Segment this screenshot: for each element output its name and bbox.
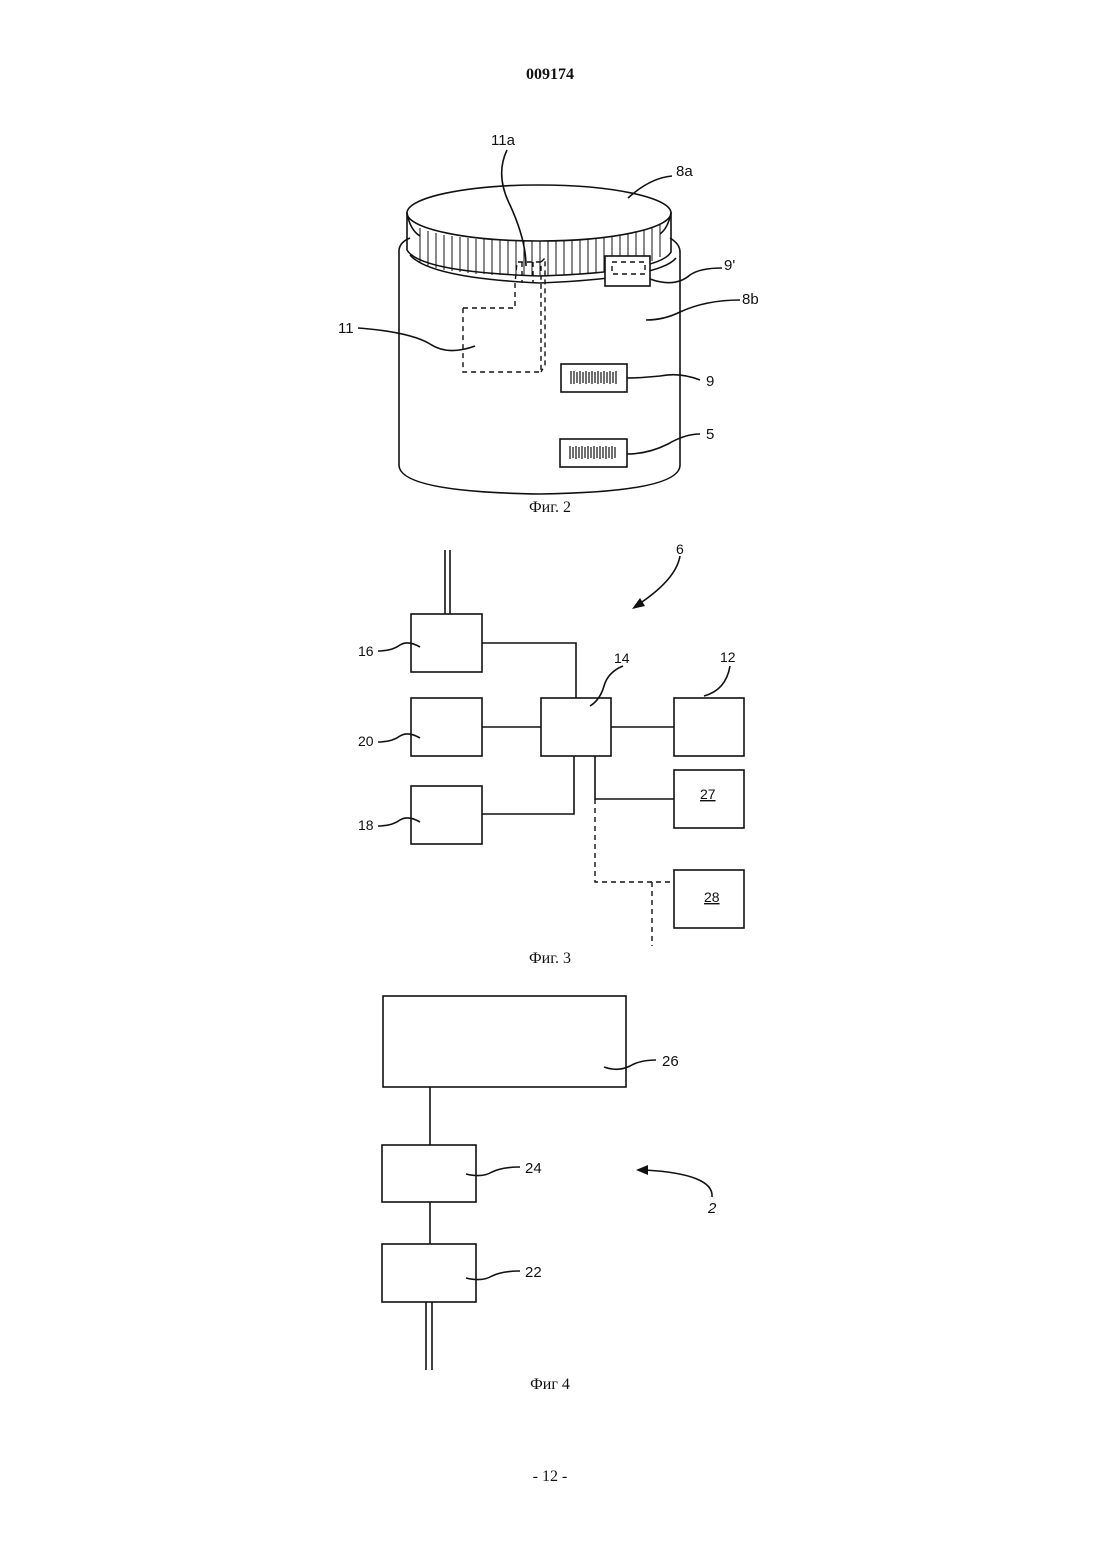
label-22: 22	[525, 1264, 542, 1281]
label-9-prime: 9'	[724, 257, 735, 274]
block-20	[411, 698, 482, 756]
label-9: 9	[706, 373, 714, 390]
block-26	[383, 996, 626, 1087]
figure-4-caption: Фиг 4	[0, 1376, 1100, 1394]
block-16	[411, 614, 482, 672]
label-11: 11	[338, 320, 354, 337]
page-number: - 12 -	[0, 1468, 1100, 1486]
label-14: 14	[614, 650, 630, 666]
label-12: 12	[720, 649, 736, 665]
label-2: 2	[707, 1200, 717, 1217]
label-5: 5	[706, 426, 714, 443]
lid-top	[407, 185, 671, 241]
arrow-6-head	[632, 598, 645, 609]
figure-3-caption: Фиг. 3	[0, 950, 1100, 968]
label-8a: 8a	[676, 163, 693, 180]
label-28: 28	[704, 889, 720, 905]
label-8b: 8b	[742, 291, 759, 308]
label-6: 6	[676, 541, 684, 557]
label-11a: 11a	[491, 132, 516, 149]
figure-2-caption: Фиг. 2	[0, 499, 1100, 517]
sensor-11-outline	[463, 262, 541, 372]
label-18: 18	[358, 817, 374, 833]
block-12	[674, 698, 744, 756]
label-27: 27	[700, 786, 716, 802]
figure-2-container-drawing: 11a 8a 9' 8b 11 9 5	[338, 132, 759, 494]
block-24	[382, 1145, 476, 1202]
block-22	[382, 1244, 476, 1302]
label-16: 16	[358, 643, 374, 659]
arrow-2-head	[636, 1165, 648, 1175]
block-18	[411, 786, 482, 844]
block-14	[541, 698, 611, 756]
label-24: 24	[525, 1160, 542, 1177]
figure-4-system-diagram: 26 24 22 2	[382, 996, 717, 1370]
label-26: 26	[662, 1053, 679, 1070]
figure-3-block-diagram: 6 16 20 18 14 12 27 28	[358, 541, 744, 946]
label-20: 20	[358, 733, 374, 749]
